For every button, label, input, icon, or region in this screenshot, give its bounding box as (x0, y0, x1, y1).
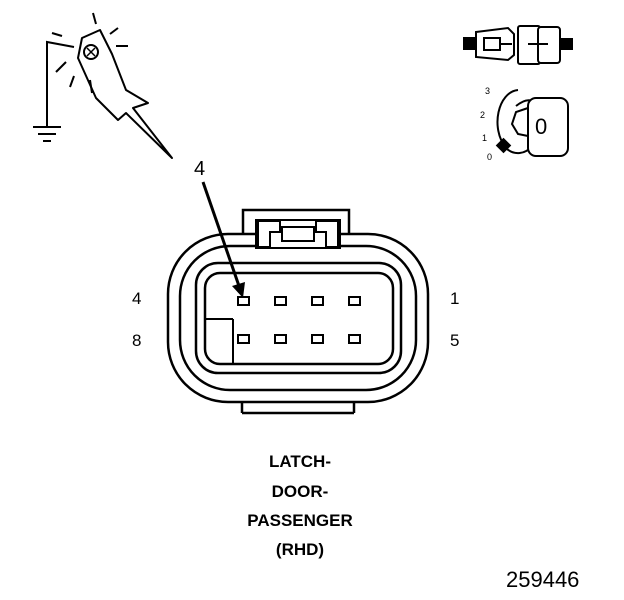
pin-label-top-left: 4 (132, 289, 142, 308)
pin-cavity-4 (237, 296, 250, 306)
pin-cavity-5 (348, 334, 361, 344)
pin-label-bottom-left: 8 (132, 331, 142, 350)
pin-label-top-right: 1 (450, 289, 460, 308)
pin-cavity-7 (274, 334, 287, 344)
caption-line-3: PASSENGER (247, 511, 353, 530)
pin-cavity-8 (237, 334, 250, 344)
pin-cavity-6 (311, 334, 324, 344)
caption-line-1: LATCH- (269, 452, 331, 471)
pin-cavity-3 (274, 296, 287, 306)
ignition-pos-1: 1 (482, 133, 488, 143)
connector-latch (255, 219, 341, 249)
caption-line-4: (RHD) (275, 540, 325, 559)
test-probe-icon (77, 29, 173, 159)
ignition-pos-0: 0 (487, 152, 493, 162)
pin-cavity-1 (348, 296, 361, 306)
connector-body (166, 208, 430, 415)
ignition-key-face: 0 (535, 114, 548, 139)
ground-symbol (33, 40, 75, 142)
pin-cavity-2 (311, 296, 324, 306)
pin-label-bottom-right: 5 (450, 331, 460, 350)
probe-pin-label: 4 (194, 158, 206, 180)
figure-number: 259446 (506, 567, 580, 592)
ignition-pos-3: 3 (485, 86, 491, 96)
pin-cavities (237, 296, 361, 344)
connector-mate-icon (463, 25, 573, 65)
probe-light-rays (51, 12, 128, 94)
probe-pointer-arrow (201, 181, 245, 298)
polarization-key (206, 318, 234, 364)
ignition-pos-2: 2 (480, 110, 486, 120)
ignition-key-icon (495, 89, 569, 157)
caption-line-2: DOOR- (271, 482, 329, 501)
